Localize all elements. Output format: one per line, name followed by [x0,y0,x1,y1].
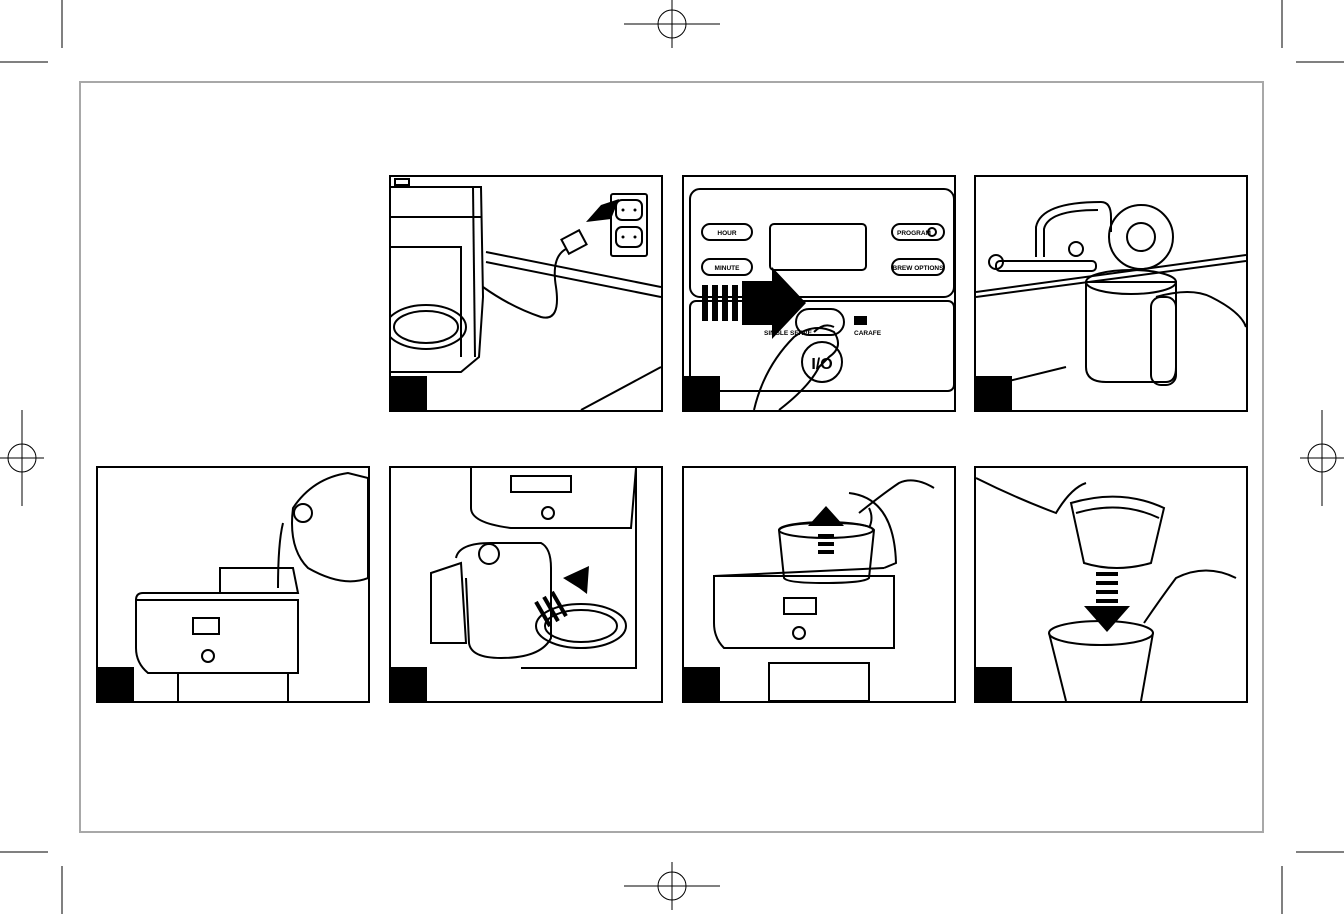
illustration-insert-carafe [391,468,661,701]
illustration-control-panel: HOUR MINUTE PROGRAM BREW OPTIONS SINGLE … [684,177,954,410]
illustration-faucet-carafe [976,177,1246,410]
illustration-insert-filter [976,468,1246,701]
single-serve-label: SINGLE SERVE [764,330,813,337]
program-button-label: PROGRAM [897,230,931,237]
step-number-badge [391,667,427,701]
hour-button-label: HOUR [717,230,736,237]
panel-pour-water-into-reservoir [96,466,370,703]
illustration-pour-water [98,468,368,701]
step-number-badge [684,667,720,701]
step-number-badge [684,376,720,410]
step-number-badge [976,667,1012,701]
illustration-remove-basket [684,468,954,701]
minute-button-label: MINUTE [715,265,741,272]
carafe-label: CARAFE [854,330,882,337]
panel-insert-paper-filter [974,466,1248,703]
panel-fill-carafe-at-sink [974,175,1248,412]
illustration-plug-outlet [391,177,661,410]
panel-remove-filter-basket [682,466,956,703]
step-number-badge [391,376,427,410]
panel-plug-into-outlet [389,175,663,412]
power-button-label: I/O [811,356,832,373]
step-number-badge [976,376,1012,410]
step-number-badge [98,667,134,701]
panel-select-carafe-mode: HOUR MINUTE PROGRAM BREW OPTIONS SINGLE … [682,175,956,412]
brew-options-button-label: BREW OPTIONS [893,265,945,272]
panel-insert-carafe [389,466,663,703]
